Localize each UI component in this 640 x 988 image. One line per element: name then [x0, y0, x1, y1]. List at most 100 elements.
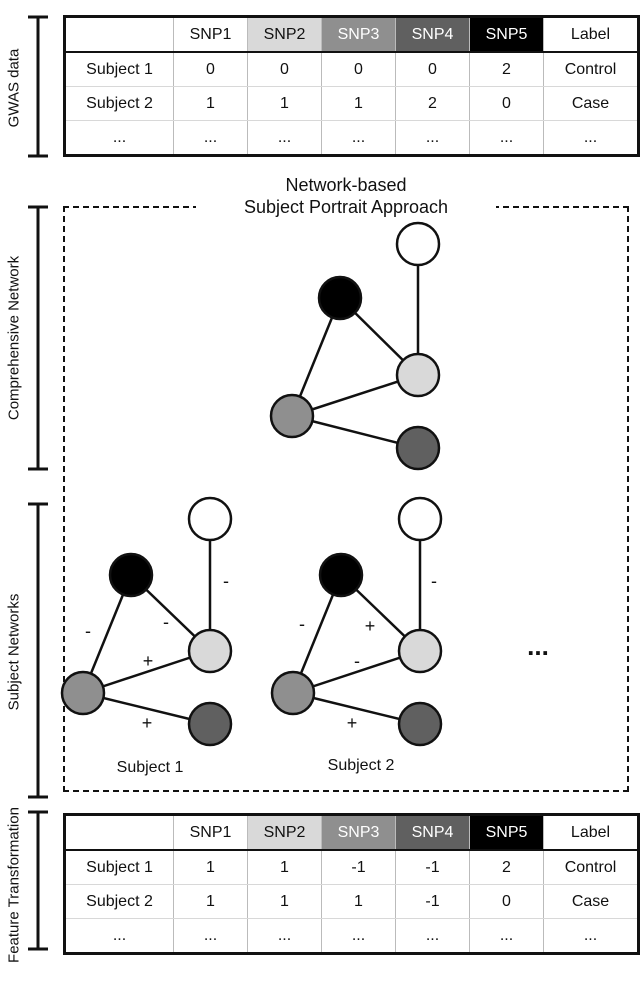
- edge: [82, 649, 211, 695]
- table-cell: 1: [173, 884, 248, 919]
- table-cell: Subject 2: [64, 884, 174, 919]
- gwas-table-header: SNP1 SNP2 SNP3 SNP4 SNP5 Label: [64, 16, 639, 53]
- table-cell: 1: [321, 884, 396, 919]
- table-cell: 0: [173, 52, 248, 87]
- table-cell: Subject 2: [64, 86, 174, 121]
- node-snp4: [397, 701, 443, 747]
- header-cell-empty: [64, 16, 174, 53]
- header-cell-snp2: SNP2: [247, 16, 322, 53]
- edge-sign: +: [143, 651, 154, 671]
- table-cell: ...: [321, 120, 396, 156]
- node-snp5: [317, 275, 363, 321]
- header-cell-snp5: SNP5: [469, 814, 544, 851]
- header-cell-snp4: SNP4: [395, 16, 470, 53]
- table-row: Subject 2 1 1 1 2 0 Case: [64, 86, 639, 121]
- table-cell: 2: [469, 52, 544, 87]
- table-cell: ...: [247, 918, 322, 954]
- header-cell-snp1: SNP1: [173, 814, 248, 851]
- node-snp3: [60, 670, 106, 716]
- table-cell: ...: [64, 120, 174, 156]
- edge-sign: +: [347, 713, 358, 733]
- edge-sign: +: [365, 616, 376, 636]
- table-cell: ...: [583, 926, 598, 944]
- approach-title-line1: Network-based: [285, 175, 407, 195]
- table-cell: 0: [395, 52, 470, 87]
- bracket-feature: [28, 810, 48, 951]
- table-cell: ...: [583, 128, 598, 146]
- table-cell: ...: [469, 918, 544, 954]
- table-cell: 2: [469, 850, 544, 885]
- node-snp5: [318, 552, 364, 598]
- edge-sign: -: [299, 614, 305, 634]
- edge-sign: -: [431, 571, 437, 591]
- table-row: ... ... ... ... ... ... ...: [64, 918, 639, 954]
- node-snp2: [397, 628, 443, 674]
- table-row: Subject 1 0 0 0 0 2 Control: [64, 52, 639, 87]
- node-snp2: [395, 352, 441, 398]
- table-cell: Control: [543, 52, 639, 87]
- table-cell: Case: [543, 86, 639, 121]
- table-cell: -1: [321, 850, 396, 885]
- table-cell: 0: [469, 86, 544, 121]
- node-snp1: [395, 221, 441, 267]
- node-snp3: [269, 393, 315, 439]
- table-cell: 2: [395, 86, 470, 121]
- table-cell: 1: [247, 850, 322, 885]
- table-cell: 1: [247, 884, 322, 919]
- header-cell-snp3: SNP3: [321, 814, 396, 851]
- node-snp1: [397, 496, 443, 542]
- header-cell-snp1: SNP1: [173, 16, 248, 53]
- header-cell-snp5: SNP5: [469, 16, 544, 53]
- header-cell-empty: [64, 814, 174, 851]
- table-cell: 1: [247, 86, 322, 121]
- edge-sign: +: [142, 713, 153, 733]
- table-cell: 0: [469, 884, 544, 919]
- bracket-comprehensive: [28, 205, 48, 471]
- header-cell-label: Label: [543, 814, 639, 851]
- feature-table-header: SNP1 SNP2 SNP3 SNP4 SNP5 Label: [64, 814, 639, 851]
- node-snp4: [187, 701, 233, 747]
- edge-sign: -: [354, 651, 360, 671]
- section-brackets: [28, 15, 48, 951]
- table-cell: ...: [64, 918, 174, 954]
- gwas-table: SNP1 SNP2 SNP3 SNP4 SNP5 Label Subject 1…: [63, 15, 640, 157]
- node-snp5: [108, 552, 154, 598]
- table-cell: ...: [469, 120, 544, 156]
- bracket-subject-networks: [28, 502, 48, 799]
- subject1-label: Subject 1: [117, 759, 184, 776]
- table-cell: ...: [395, 120, 470, 156]
- bracket-gwas: [28, 15, 48, 158]
- more-networks-ellipsis: ...: [527, 631, 549, 661]
- header-cell-snp3: SNP3: [321, 16, 396, 53]
- table-cell: Subject 1: [64, 850, 174, 885]
- table-cell: 0: [321, 52, 396, 87]
- subject2-network: [270, 496, 443, 747]
- table-row: ... ... ... ... ... ... ...: [64, 120, 639, 156]
- table-cell: ...: [395, 918, 470, 954]
- table-cell: 0: [247, 52, 322, 87]
- table-row: Subject 2 1 1 1 -1 0 Case: [64, 884, 639, 919]
- table-cell: -1: [395, 884, 470, 919]
- table-cell: Subject 1: [64, 52, 174, 87]
- subject2-edge-signs: - + - - +: [299, 571, 437, 733]
- node-snp1: [187, 496, 233, 542]
- node-snp3: [270, 670, 316, 716]
- subject1-network: [60, 496, 233, 747]
- table-cell: ...: [173, 918, 248, 954]
- node-snp4: [395, 425, 441, 471]
- edge-sign: -: [85, 621, 91, 641]
- table-cell: -1: [395, 850, 470, 885]
- approach-title-line2: Subject Portrait Approach: [243, 197, 449, 217]
- node-snp2: [187, 628, 233, 674]
- edge-sign: -: [223, 571, 229, 591]
- table-cell: 1: [173, 86, 248, 121]
- table-cell: 1: [321, 86, 396, 121]
- header-cell-snp2: SNP2: [247, 814, 322, 851]
- table-row: Subject 1 1 1 -1 -1 2 Control: [64, 850, 639, 885]
- header-cell-label: Label: [543, 16, 639, 53]
- table-cell: 1: [173, 850, 248, 885]
- edge: [292, 649, 421, 695]
- table-cell: Control: [543, 850, 639, 885]
- comprehensive-network: [269, 221, 441, 471]
